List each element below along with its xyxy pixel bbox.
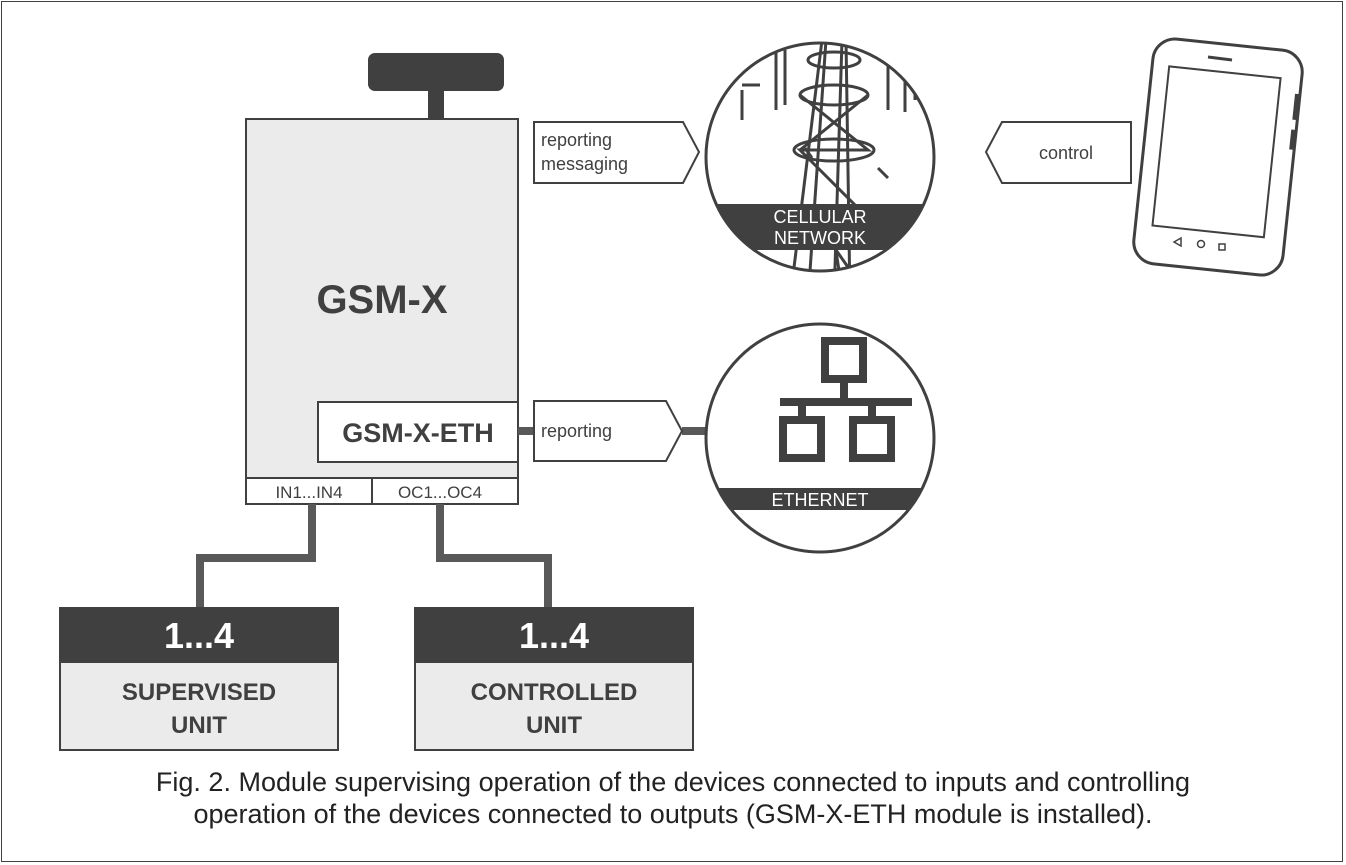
antenna-icon — [368, 53, 504, 120]
ethernet-label: ETHERNET — [771, 490, 868, 510]
supervised-unit — [59, 607, 339, 751]
control-arrow — [984, 121, 1132, 184]
gsm-x-eth-label: GSM-X-ETH — [342, 418, 494, 448]
ethernet-reporting-arrow — [533, 400, 684, 462]
gsm-x-title: GSM-X — [316, 278, 447, 322]
controlled-unit — [414, 607, 694, 751]
cellular-label-line1: CELLULAR — [773, 207, 866, 227]
terminal-strip — [245, 477, 519, 505]
supervised-unit-count: 1...4 — [164, 615, 234, 656]
reporting-messaging-arrow — [533, 121, 701, 184]
messaging-label: messaging — [541, 154, 628, 174]
supervised-unit-label-line2: UNIT — [171, 712, 227, 739]
controlled-unit-count: 1...4 — [519, 615, 589, 656]
ethernet-circle — [704, 322, 936, 554]
network-icon — [779, 337, 912, 462]
cellular-label-line2: NETWORK — [774, 228, 866, 248]
caption-line2: operation of the devices connected to ou… — [193, 799, 1153, 829]
reporting-label-cellular: reporting — [541, 130, 612, 150]
outputs-terminal-label: OC1...OC4 — [398, 483, 482, 502]
reporting-label-ethernet: reporting — [541, 421, 612, 441]
smartphone-icon — [1132, 37, 1304, 277]
caption-line1: Fig. 2. Module supervising operation of … — [155, 767, 1191, 797]
supervised-unit-label-line1: SUPERVISED — [122, 679, 276, 706]
controlled-unit-label-line1: CONTROLLED — [471, 679, 638, 706]
inputs-terminal-label: IN1...IN4 — [275, 483, 342, 502]
figure-caption: Fig. 2. Module supervising operation of … — [20, 766, 1326, 830]
controlled-unit-label-line2: UNIT — [526, 712, 582, 739]
cellular-network-circle — [704, 41, 936, 273]
control-label: control — [1039, 143, 1093, 163]
